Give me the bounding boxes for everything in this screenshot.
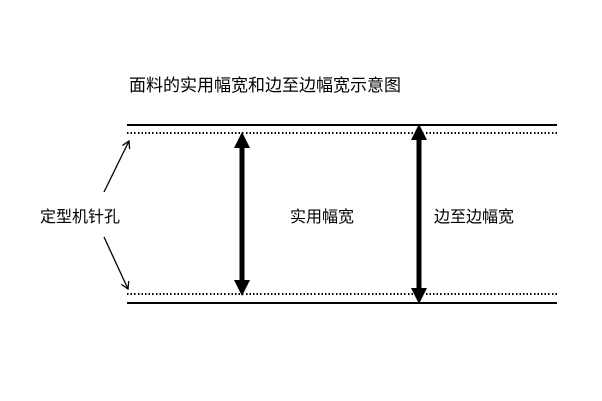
edge-to-edge-width-label: 边至边幅宽	[434, 209, 515, 226]
pin-hole-pointer-top-icon	[103, 139, 131, 193]
bottom-fabric-edge-line	[127, 302, 557, 304]
top-fabric-edge-line	[127, 124, 557, 126]
pin-hole-pointer-bottom-icon	[103, 236, 130, 291]
bottom-pinhole-dotted-line	[127, 293, 557, 295]
diagram-title: 面料的实用幅宽和边至边幅宽示意图	[129, 76, 401, 95]
edge-to-edge-width-arrow-icon	[411, 124, 427, 304]
pin-holes-label: 定型机针孔	[40, 209, 121, 226]
practical-width-arrow-icon	[234, 132, 250, 296]
top-pinhole-dotted-line	[127, 132, 557, 134]
practical-width-label: 实用幅宽	[290, 209, 355, 226]
